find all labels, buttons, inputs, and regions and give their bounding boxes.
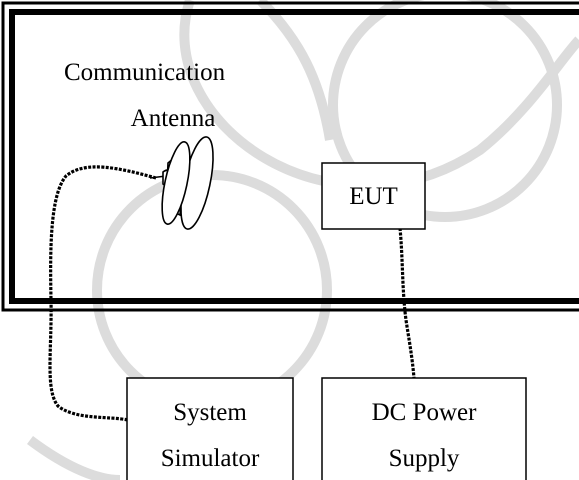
system-simulator-label-line2: Simulator (160, 445, 260, 472)
system-simulator-label-line1: System (173, 399, 247, 426)
power-cable (398, 227, 416, 379)
dc-power-supply-label-line1: DC Power (371, 399, 477, 426)
dc-power-supply-label-line2: Supply (388, 445, 460, 472)
antenna-cable (48, 165, 157, 422)
eut-label: EUT (349, 183, 398, 210)
dc-power-supply-box (321, 377, 527, 480)
antenna-label-line1: Communication (64, 59, 226, 86)
shielded-enclosure (1, 1, 579, 312)
antenna-label-line2: Antenna (130, 105, 216, 132)
antenna-icon (149, 136, 214, 230)
eut-box (321, 162, 426, 230)
system-simulator-box (126, 377, 294, 480)
